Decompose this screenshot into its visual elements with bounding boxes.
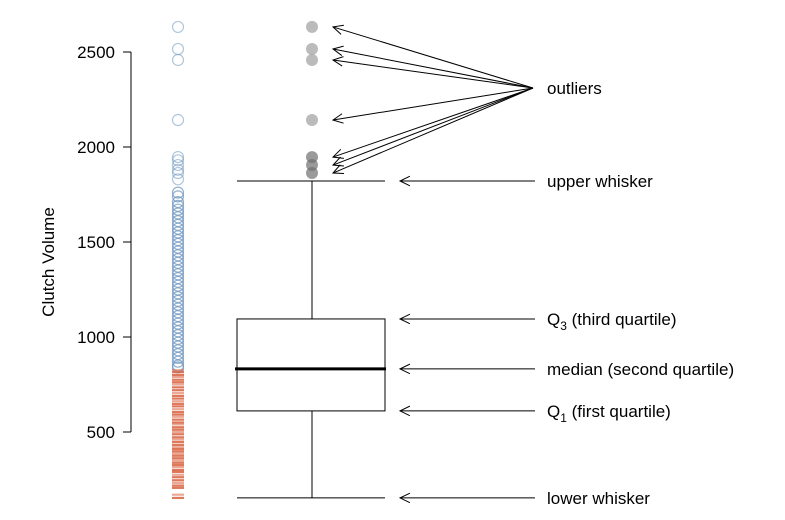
y-tick-label: 1000 [77, 328, 115, 347]
outliers-label: outliers [547, 79, 602, 98]
y-tick-label: 2500 [77, 43, 115, 62]
outlier-arrow-line [332, 87, 534, 121]
outlier-arrowhead [331, 156, 345, 167]
strip-point-circle [171, 113, 185, 127]
annotation-arrowhead [398, 175, 411, 187]
y-tick-label: 500 [87, 423, 115, 442]
outlier-arrow-line [332, 48, 534, 89]
outlier-arrowhead [331, 56, 344, 67]
y-tick-label: 2000 [77, 138, 115, 157]
strip-point-circle [171, 173, 185, 186]
strip-point-circle [171, 158, 185, 172]
annotation-arrowhead [398, 363, 411, 375]
outlier-arrowhead [331, 24, 344, 35]
outlier-arrowhead [331, 45, 344, 56]
annotation-label: lower whisker [547, 489, 650, 508]
annotation-label: upper whisker [547, 172, 653, 191]
outlier-arrow-line [332, 87, 534, 174]
strip-point-circle [171, 154, 185, 167]
iqr-box [236, 318, 386, 412]
strip-point-circle [171, 355, 185, 368]
outlier-arrow-line [332, 26, 534, 89]
strip-point-circle [171, 186, 185, 199]
strip-point-circle [171, 163, 185, 176]
strip-point-circle [171, 53, 185, 67]
outlier-point [306, 53, 318, 66]
strip-plot [171, 20, 185, 500]
y-axis-label: Clutch Volume [39, 207, 58, 317]
outlier-arrow-line [332, 87, 534, 158]
annotation-label: median (second quartile) [547, 360, 734, 379]
annotation-label: Q3 (third quartile) [547, 310, 677, 333]
outlier-point [306, 42, 318, 55]
strip-point-circle [171, 190, 185, 203]
annotation-label: Q1 (first quartile) [547, 402, 671, 425]
outlier-point [306, 167, 318, 180]
strip-point-circle [171, 166, 185, 180]
y-tick-label: 1500 [77, 233, 115, 252]
y-axis: 500 1000 1500 2000 2500 [77, 43, 132, 442]
strip-point-circle [171, 42, 185, 56]
strip-point-circle [171, 150, 185, 164]
outlier-point [306, 20, 318, 33]
annotation-arrowhead [398, 492, 411, 504]
outlier-arrowhead [331, 164, 345, 175]
annotations: outliers upper whisker Q3 (third quartile)… [331, 24, 734, 508]
outlier-arrow-line [332, 59, 534, 89]
strip-point-circle [171, 351, 185, 364]
outlier-arrowhead [331, 113, 344, 124]
box-plot [235, 20, 386, 499]
annotation-arrowhead [398, 313, 411, 325]
outlier-point [306, 114, 318, 127]
outlier-arrow-line [332, 87, 534, 166]
strip-point-circle [171, 20, 185, 34]
annotation-arrowhead [398, 405, 411, 417]
